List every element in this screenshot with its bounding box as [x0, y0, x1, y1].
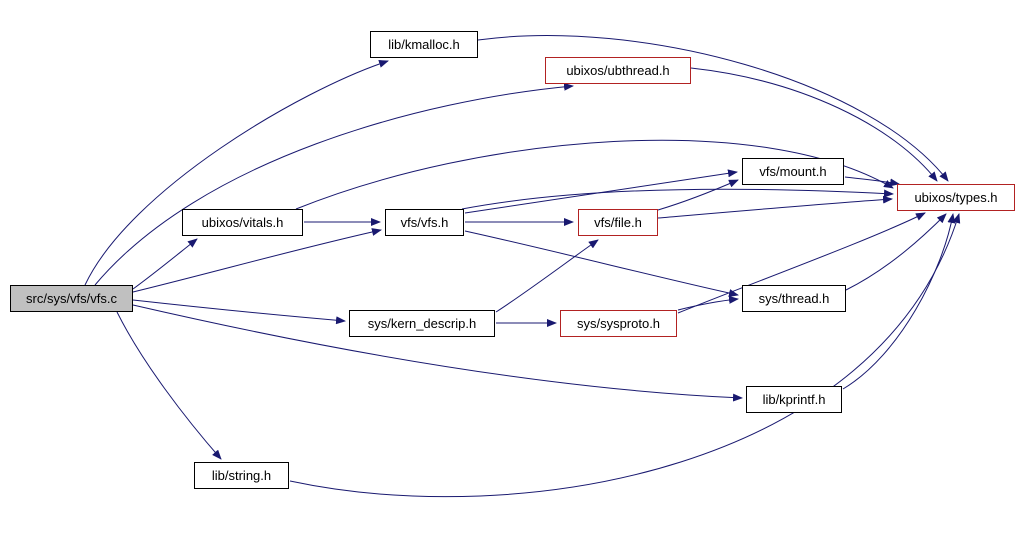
- edge-string-to-types: [289, 213, 961, 498]
- edge-vfs_h-to-mount: [464, 169, 738, 214]
- node-lib-kmalloc-h[interactable]: lib/kmalloc.h: [370, 31, 478, 58]
- edge-vfs_h-to-types: [461, 188, 894, 210]
- node-lib-kprintf-h[interactable]: lib/kprintf.h: [746, 386, 842, 413]
- edge-file-to-types: [657, 195, 893, 219]
- edge-mount-to-types: [844, 176, 900, 187]
- node-sys-thread-h[interactable]: sys/thread.h: [742, 285, 846, 312]
- edge-vfs_c-to-vitals: [132, 238, 198, 290]
- edge-sysproto-to-types: [677, 212, 926, 314]
- node-vfs-mount-h[interactable]: vfs/mount.h: [742, 158, 844, 185]
- node-sys-kern-descrip-h[interactable]: sys/kern_descrip.h: [349, 310, 495, 337]
- edge-vfs_c-to-vfs_h: [132, 228, 382, 293]
- node-lib-string-h[interactable]: lib/string.h: [194, 462, 289, 489]
- edge-thread-to-types: [845, 213, 947, 291]
- node-src-sys-vfs-vfs-c[interactable]: src/sys/vfs/vfs.c: [10, 285, 133, 312]
- node-ubixos-ubthread-h[interactable]: ubixos/ubthread.h: [545, 57, 691, 84]
- edge-vfs_h-to-thread: [464, 230, 739, 297]
- edge-vfs_c-to-kmalloc: [84, 60, 389, 286]
- edge-kprintf-to-types: [842, 213, 956, 390]
- edge-ubthread-to-types: [690, 67, 938, 182]
- node-vfs-vfs-h[interactable]: vfs/vfs.h: [385, 209, 464, 236]
- node-sys-sysproto-h[interactable]: sys/sysproto.h: [560, 310, 677, 337]
- edge-vfs_c-to-kprintf: [132, 304, 743, 402]
- edge-vfs_c-to-kern_descrip: [132, 299, 346, 325]
- edge-vfs_c-to-ubthread: [94, 82, 574, 286]
- node-vfs-file-h[interactable]: vfs/file.h: [578, 209, 658, 236]
- edge-kmalloc-to-types: [477, 35, 949, 182]
- node-ubixos-vitals-h[interactable]: ubixos/vitals.h: [182, 209, 303, 236]
- edge-vfs_c-to-string: [116, 311, 222, 460]
- edge-sysproto-to-thread: [677, 295, 739, 311]
- edge-kern_descrip-to-file: [495, 239, 599, 313]
- node-ubixos-types-h[interactable]: ubixos/types.h: [897, 184, 1015, 211]
- edge-file-to-mount: [657, 179, 739, 211]
